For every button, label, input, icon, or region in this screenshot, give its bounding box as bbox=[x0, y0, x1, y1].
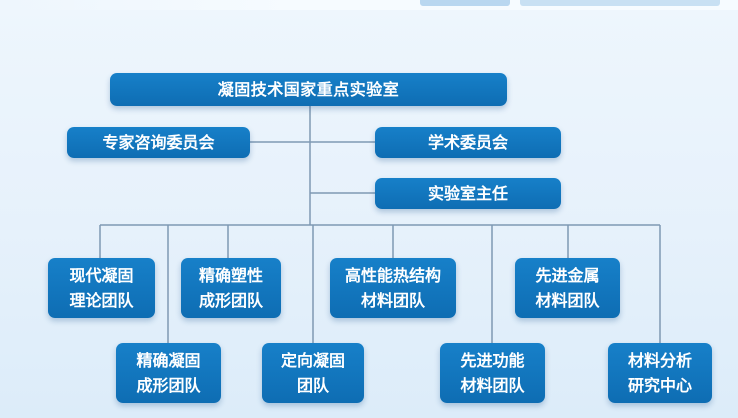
director-node: 实验室主任 bbox=[375, 178, 561, 209]
team-label: 定向凝固 团队 bbox=[280, 351, 345, 395]
team-node: 高性能热结构 材料团队 bbox=[330, 258, 456, 318]
team-node: 精确塑性 成形团队 bbox=[181, 258, 281, 318]
team-label: 先进功能 材料团队 bbox=[460, 351, 525, 395]
team-node: 现代凝固 理论团队 bbox=[48, 258, 155, 318]
top-strip bbox=[0, 0, 738, 10]
root-node: 凝固技术国家重点实验室 bbox=[110, 73, 507, 106]
team-label: 先进金属 材料团队 bbox=[535, 266, 600, 310]
team-node: 精确凝固 成形团队 bbox=[116, 343, 221, 403]
team-label: 精确凝固 成形团队 bbox=[136, 351, 201, 395]
team-node: 先进金属 材料团队 bbox=[515, 258, 620, 318]
team-label: 现代凝固 理论团队 bbox=[69, 266, 134, 310]
top-decoration-bar bbox=[520, 0, 720, 6]
committee-node-academic: 学术委员会 bbox=[375, 127, 561, 158]
committee-label: 专家咨询委员会 bbox=[102, 133, 215, 152]
team-label: 精确塑性 成形团队 bbox=[198, 266, 263, 310]
team-label: 高性能热结构 材料团队 bbox=[344, 266, 441, 310]
team-node: 材料分析 研究中心 bbox=[608, 343, 712, 403]
root-label: 凝固技术国家重点实验室 bbox=[217, 80, 400, 99]
committee-node-expert: 专家咨询委员会 bbox=[67, 127, 250, 158]
director-label: 实验室主任 bbox=[427, 184, 508, 203]
top-decoration-bar bbox=[420, 0, 510, 6]
team-node: 先进功能 材料团队 bbox=[440, 343, 545, 403]
team-label: 材料分析 研究中心 bbox=[627, 351, 692, 395]
team-node: 定向凝固 团队 bbox=[262, 343, 364, 403]
committee-label: 学术委员会 bbox=[427, 133, 508, 152]
